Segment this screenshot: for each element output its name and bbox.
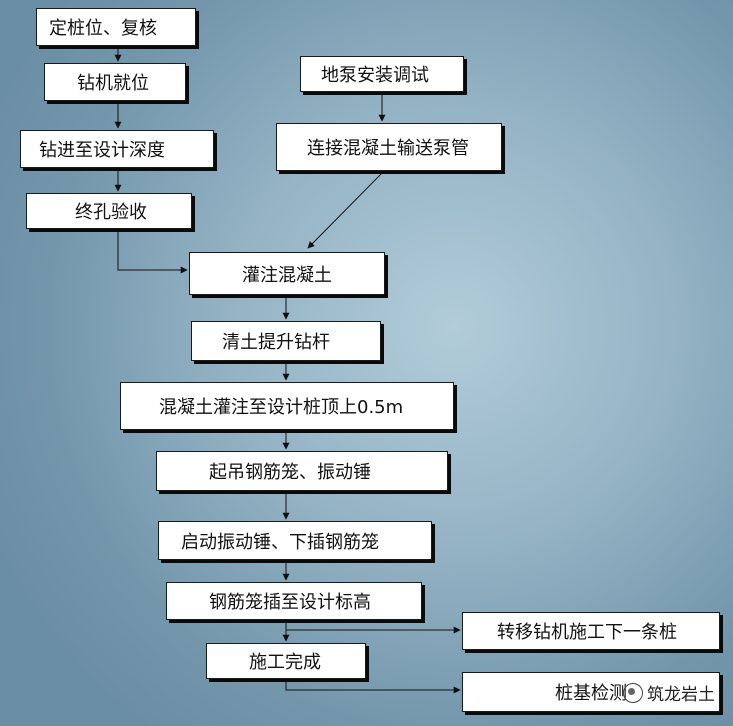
step-box-s6: 清土提升钻杆 bbox=[191, 321, 381, 361]
watermark-text: 筑龙岩土 bbox=[647, 685, 715, 705]
step-box-s7: 混凝土灌注至设计桩顶上0.5m bbox=[120, 382, 454, 430]
step-label-s5: 灌注混凝土 bbox=[242, 264, 332, 286]
step-box-s5: 灌注混凝土 bbox=[189, 252, 385, 295]
step-label-p1: 地泵安装调试 bbox=[321, 65, 429, 86]
step-box-r1: 转移钻机施工下一条桩 bbox=[462, 612, 720, 650]
wechat-logo-icon bbox=[623, 682, 643, 703]
step-label-s11: 施工完成 bbox=[249, 652, 321, 673]
step-box-p2: 连接混凝土输送泵管 bbox=[276, 123, 502, 171]
step-label-s2: 钻机就位 bbox=[77, 73, 149, 94]
step-label-s1: 定桩位、复核 bbox=[49, 18, 157, 39]
step-box-s1: 定桩位、复核 bbox=[36, 8, 196, 46]
step-box-s2: 钻机就位 bbox=[44, 63, 186, 101]
step-box-s3: 钻进至设计深度 bbox=[20, 130, 214, 168]
arrow-p2-s5 bbox=[307, 170, 385, 249]
step-label-s8: 起吊钢筋笼、振动锤 bbox=[209, 462, 371, 483]
step-label-s4: 终孔验收 bbox=[75, 202, 147, 223]
step-label-r2: 桩基检测 bbox=[555, 683, 627, 704]
step-box-s10: 钢筋笼插至设计标高 bbox=[166, 582, 422, 620]
step-label-s10: 钢筋笼插至设计标高 bbox=[209, 592, 371, 613]
watermark: 筑龙岩土 bbox=[623, 680, 715, 705]
step-label-s3: 钻进至设计深度 bbox=[39, 140, 165, 161]
arrow-s11-r2 bbox=[285, 679, 461, 694]
step-box-s8: 起吊钢筋笼、振动锤 bbox=[156, 451, 448, 491]
step-label-s7: 混凝土灌注至设计桩顶上0.5m bbox=[159, 397, 404, 418]
step-box-s4: 终孔验收 bbox=[26, 193, 192, 229]
step-label-s6: 清土提升钻杆 bbox=[222, 332, 330, 353]
step-label-r1: 转移钻机施工下一条桩 bbox=[497, 622, 677, 643]
arrow-s4-s5 bbox=[117, 229, 188, 274]
step-box-p1: 地泵安装调试 bbox=[300, 56, 464, 92]
step-box-s11: 施工完成 bbox=[206, 643, 366, 679]
step-label-p2: 连接混凝土输送泵管 bbox=[307, 138, 469, 159]
step-label-s9: 启动振动锤、下插钢筋笼 bbox=[181, 531, 379, 553]
step-box-r2: 桩基检测 bbox=[462, 672, 720, 712]
step-box-s9: 启动振动锤、下插钢筋笼 bbox=[158, 521, 432, 560]
